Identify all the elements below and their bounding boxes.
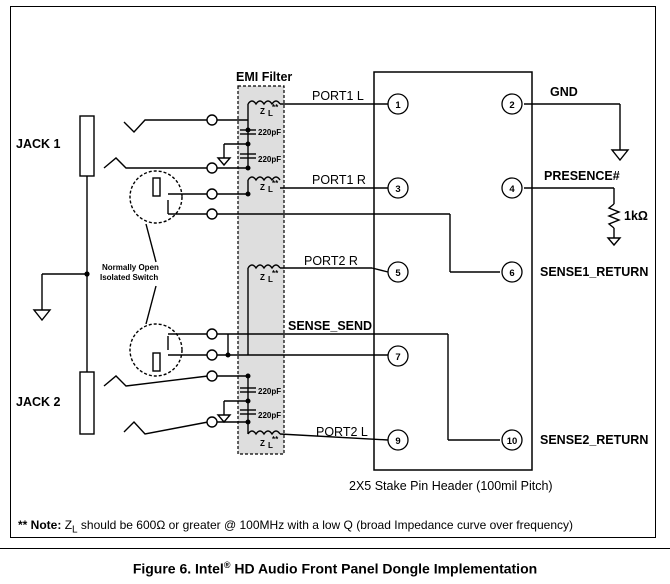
ground-symbol-left xyxy=(32,309,52,322)
signal-gnd: GND xyxy=(550,85,578,99)
pin-5 xyxy=(387,261,409,283)
inductor-label-2: Z xyxy=(260,183,265,192)
signal-port1-l: PORT1 L xyxy=(312,89,364,103)
cap-label-3: 220pF xyxy=(258,387,281,396)
cap-label-1: 220pF xyxy=(258,128,281,137)
diagram-frame xyxy=(10,6,656,538)
inductor-sub-2: L xyxy=(268,185,273,194)
signal-presence: PRESENCE# xyxy=(544,169,620,183)
pin-4-label: 4 xyxy=(509,184,515,195)
signal-port2-l: PORT2 L xyxy=(316,425,368,439)
inductor-mark-2: ** xyxy=(272,179,279,188)
pin-10 xyxy=(501,429,523,451)
inductor-mark-3: ** xyxy=(272,269,279,278)
inductor-port2-l xyxy=(247,430,281,436)
emi-filter-label: EMI Filter xyxy=(236,70,292,84)
jack2-label: JACK 2 xyxy=(16,395,61,409)
pin-9 xyxy=(387,429,409,451)
pin-5-label: 5 xyxy=(395,268,401,279)
inductor-sub-3: L xyxy=(268,275,273,284)
pin-6-label: 6 xyxy=(509,268,514,279)
pin-1 xyxy=(387,93,409,115)
cap-label-4: 220pF xyxy=(258,411,281,420)
impedance-note: ** Note: ZL should be 600Ω or greater @ … xyxy=(18,518,573,535)
switch-circle-top xyxy=(129,170,183,224)
pin-6 xyxy=(501,261,523,283)
inductor-sub-1: L xyxy=(268,109,273,118)
pin-header-box xyxy=(373,71,533,471)
note-sub: L xyxy=(72,524,78,536)
pin-3-label: 3 xyxy=(395,184,400,195)
pin-9-label: 9 xyxy=(395,436,400,447)
switch-label-line1: Normally Open xyxy=(102,263,159,272)
resistor-1k xyxy=(607,203,621,229)
figure-caption: Figure 6. Intel® HD Audio Front Panel Do… xyxy=(0,560,670,577)
caption-rest: HD Audio Front Panel Dongle Implementati… xyxy=(230,560,538,577)
ground-symbol-pin2 xyxy=(610,149,630,162)
caption-rule xyxy=(0,548,670,549)
signal-port1-r: PORT1 R xyxy=(312,173,366,187)
inductor-mark-1: ** xyxy=(272,103,279,112)
pin-2-label: 2 xyxy=(509,100,514,111)
switch-circle-bottom xyxy=(129,323,183,377)
pin-1-label: 1 xyxy=(395,100,401,111)
header-label: 2X5 Stake Pin Header (100mil Pitch) xyxy=(349,479,553,493)
inductor-label-4: Z xyxy=(260,439,265,448)
pin-10-label: 10 xyxy=(507,436,518,447)
pin-2 xyxy=(501,93,523,115)
pin-8 xyxy=(502,346,522,366)
pin-4 xyxy=(501,177,523,199)
inductor-port2-r xyxy=(247,264,281,270)
signal-sense-send: SENSE_SEND xyxy=(288,319,372,333)
pin-7 xyxy=(387,345,409,367)
inductor-port1-r xyxy=(247,176,281,182)
signal-port2-r: PORT2 R xyxy=(304,254,358,268)
caption-reg: ® xyxy=(223,560,231,570)
inductor-sub-4: L xyxy=(268,441,273,450)
inductor-mark-4: ** xyxy=(272,435,279,444)
note-prefix: ** Note: xyxy=(18,518,62,532)
pin-3 xyxy=(387,177,409,199)
jack1-label: JACK 1 xyxy=(16,137,61,151)
cap-label-2: 220pF xyxy=(258,155,281,164)
inductor-label-3: Z xyxy=(260,273,265,282)
signal-sense1-return: SENSE1_RETURN xyxy=(540,265,648,279)
inductor-label-1: Z xyxy=(260,107,265,116)
inductor-port1-l xyxy=(247,100,281,106)
jack2-body xyxy=(79,371,95,435)
note-text: should be 600Ω or greater @ 100MHz with … xyxy=(77,518,573,532)
pin-7-label: 7 xyxy=(395,352,400,363)
signal-sense2-return: SENSE2_RETURN xyxy=(540,433,648,447)
switch-label-line2: Isolated Switch xyxy=(100,273,158,282)
caption-figure: Figure 6. Intel xyxy=(132,560,224,577)
resistor-label: 1kΩ xyxy=(624,209,648,223)
note-z: Z xyxy=(64,518,73,532)
jack1-body xyxy=(79,115,95,177)
